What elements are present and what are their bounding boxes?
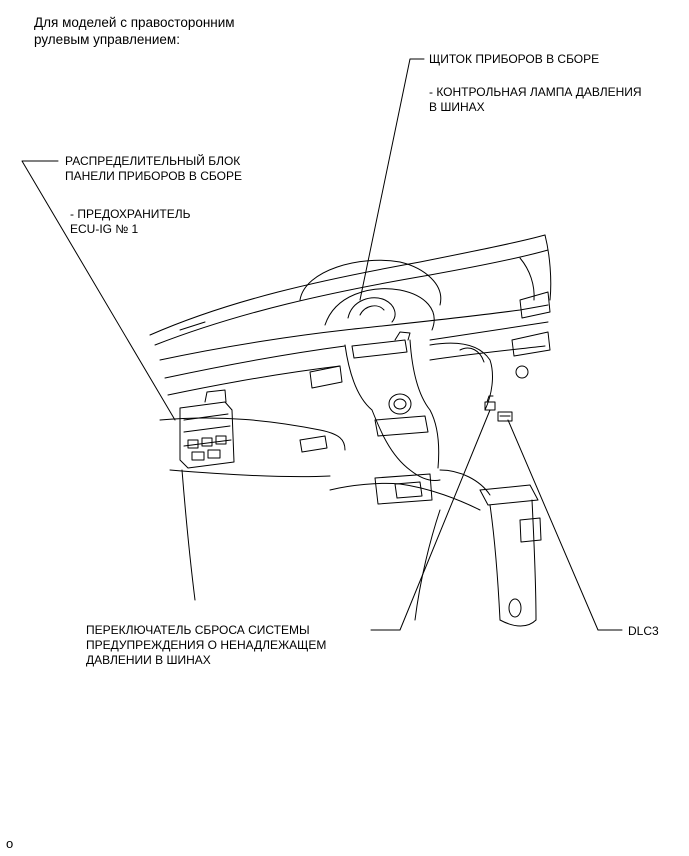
dash-face: [159, 304, 549, 361]
dlc3-label: DLC3: [628, 624, 659, 638]
junction-block-icon: [179, 389, 235, 469]
footer-mark: o: [6, 836, 14, 851]
junction-block-label: РАСПРЕДЕЛИТЕЛЬНЫЙ БЛОК ПАНЕЛИ ПРИБОРОВ В…: [65, 154, 242, 183]
tpms-reset-switch-label: ПЕРЕКЛЮЧАТЕЛЬ СБРОСА СИСТЕМЫ ПРЕДУПРЕЖДЕ…: [86, 623, 327, 667]
reset-switch-leader: [370, 409, 491, 631]
instrument-cluster-leader: [359, 58, 425, 301]
tire-pressure-warning-lamp-label: - КОНТРОЛЬНАЯ ЛАМПА ДАВЛЕНИЯ В ШИНАХ: [429, 85, 642, 114]
dlc3-leader: [507, 419, 623, 631]
floor-console: [329, 482, 481, 511]
center-vent: [351, 339, 408, 359]
center-console: [344, 344, 441, 481]
junction-block-leader: [21, 160, 176, 421]
dashboard-top: [149, 234, 546, 336]
right-vent: [519, 291, 551, 319]
page-title: Для моделей с правосторонним рулевым упр…: [34, 15, 235, 47]
left-vent: [309, 365, 343, 389]
ecu-ig-fuse-label: - ПРЕДОХРАНИТЕЛЬ ECU-IG № 1: [70, 207, 191, 236]
instrument-cluster-label: ЩИТОК ПРИБОРОВ В СБОРЕ: [429, 52, 600, 66]
cluster-hood: [299, 259, 442, 306]
tpms-reset-switch-icon: [484, 395, 496, 411]
dlc3-connector-icon: [497, 411, 513, 422]
